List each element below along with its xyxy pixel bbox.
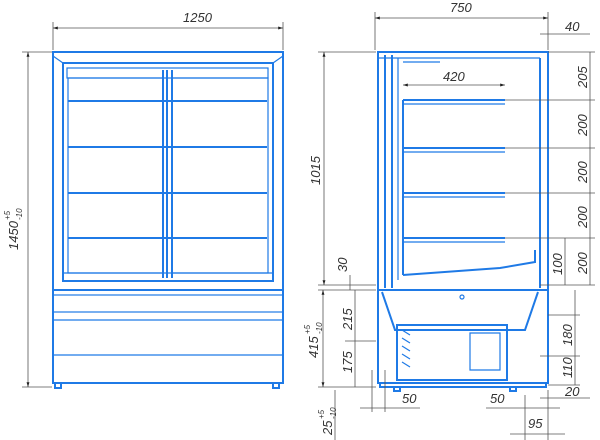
dimension-label: +5 (303, 324, 312, 334)
foot-left (54, 382, 62, 389)
dim-height: 1450 (6, 220, 21, 250)
dimension-label: +5 (3, 210, 12, 220)
dimension-label: 215 (340, 308, 355, 331)
foot-rear (509, 386, 517, 392)
foot-front (393, 386, 401, 392)
dimension-label: 200 (575, 114, 590, 137)
dimension-lines (22, 12, 595, 440)
dim-depth: 750 (450, 0, 472, 15)
dimension-label: 415 (306, 336, 321, 358)
dimension-label: 30 (335, 257, 350, 272)
dimension-labels: 1250 1450 +5 -10 750 40 420 205 200 200 … (3, 0, 590, 436)
dimension-label: 110 (560, 357, 575, 378)
front-view (52, 51, 284, 389)
dimension-label: 200 (575, 206, 590, 229)
foot-right (272, 382, 280, 389)
side-view (377, 51, 549, 392)
dimension-label: 100 (550, 253, 565, 275)
dimension-label: -10 (15, 208, 24, 220)
dim-shelf-depth: 420 (443, 69, 465, 84)
dimension-label: 1015 (308, 155, 323, 185)
dim-top-offset: 40 (565, 19, 580, 34)
dimension-label: 95 (528, 416, 543, 431)
dimension-label: 25 (320, 420, 335, 436)
dimension-label: 180 (560, 324, 575, 346)
dimension-label: 205 (575, 66, 590, 89)
dimension-label: -10 (329, 407, 338, 419)
dimension-label: 50 (402, 391, 417, 406)
dimension-label: +5 (317, 409, 326, 419)
dimension-label: -10 (315, 322, 324, 334)
dimension-label: 20 (564, 384, 580, 399)
dimension-label: 200 (575, 252, 590, 275)
dim-width: 1250 (183, 10, 213, 25)
dimension-label: 200 (575, 161, 590, 184)
dimension-label: 175 (340, 351, 355, 373)
dimension-label: 50 (490, 391, 505, 406)
